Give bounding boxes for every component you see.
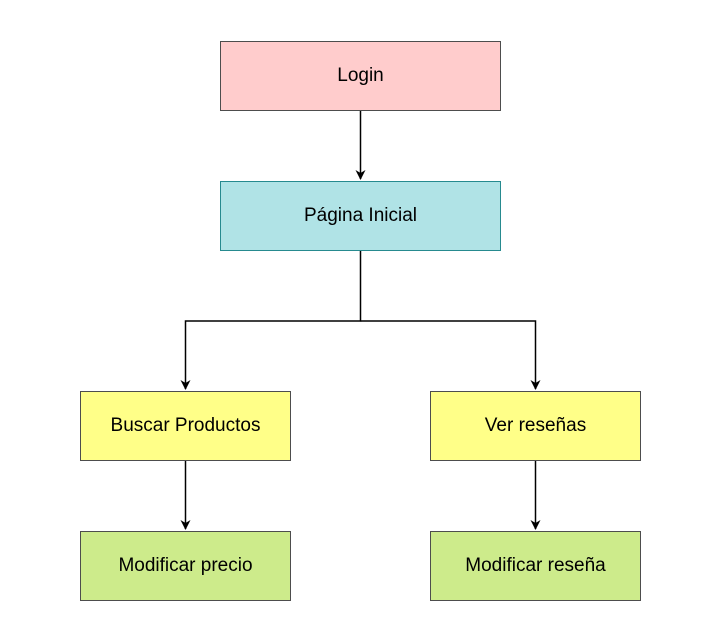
node-modificar-resena[interactable]: Modificar reseña xyxy=(430,531,641,601)
edge-inicio-to-resenas xyxy=(360,320,541,390)
node-modificar-precio-label: Modificar precio xyxy=(118,555,253,576)
node-login-label: Login xyxy=(337,65,384,86)
node-ver-resenas-label: Ver reseñas xyxy=(484,415,587,436)
node-pagina-inicial[interactable]: Página Inicial xyxy=(220,181,501,251)
node-buscar-productos-label: Buscar Productos xyxy=(110,415,261,436)
node-login[interactable]: Login xyxy=(220,41,501,111)
node-pagina-inicial-label: Página Inicial xyxy=(303,205,418,226)
node-ver-resenas[interactable]: Ver reseñas xyxy=(430,391,641,461)
node-modificar-precio[interactable]: Modificar precio xyxy=(80,531,291,601)
node-buscar-productos[interactable]: Buscar Productos xyxy=(80,391,291,461)
edge-inicio-to-buscar xyxy=(180,251,362,390)
node-modificar-resena-label: Modificar reseña xyxy=(465,555,606,576)
